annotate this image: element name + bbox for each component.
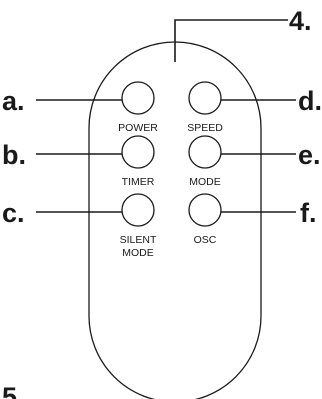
mode-button-label: MODE: [189, 176, 221, 188]
callout-4-leader: [174, 19, 288, 62]
speed-button-circle[interactable]: [188, 81, 222, 115]
osc-button-label: OSC: [194, 234, 217, 246]
silent-mode-button-circle[interactable]: [121, 193, 155, 227]
power-button[interactable]: POWER: [118, 81, 158, 134]
silent-mode-button-label-line1: SILENT: [120, 234, 157, 246]
power-button-label: POWER: [118, 122, 158, 134]
timer-button[interactable]: TIMER: [121, 135, 155, 188]
callout-e-label: e.: [298, 140, 321, 170]
callout-a-label: a.: [2, 86, 25, 116]
power-button-circle[interactable]: [121, 81, 155, 115]
osc-button[interactable]: OSC: [188, 193, 222, 246]
mode-button-circle[interactable]: [188, 135, 222, 169]
silent-mode-button-label-line2: MODE: [122, 247, 154, 259]
speed-button-label: SPEED: [187, 122, 223, 134]
callout-f-label: f.: [300, 198, 317, 228]
callout-d-label: d.: [298, 86, 322, 116]
remote-body: [88, 41, 262, 399]
timer-button-label: TIMER: [122, 176, 155, 188]
callout-5-label: 5.: [2, 382, 25, 399]
osc-button-circle[interactable]: [188, 193, 222, 227]
speed-button[interactable]: SPEED: [187, 81, 223, 134]
callout-4-label: 4.: [289, 6, 312, 36]
timer-button-circle[interactable]: [121, 135, 155, 169]
silent-mode-button[interactable]: SILENT MODE: [120, 193, 157, 259]
callout-c-label: c.: [2, 198, 25, 228]
callout-b-label: b.: [2, 140, 26, 170]
mode-button[interactable]: MODE: [188, 135, 222, 188]
